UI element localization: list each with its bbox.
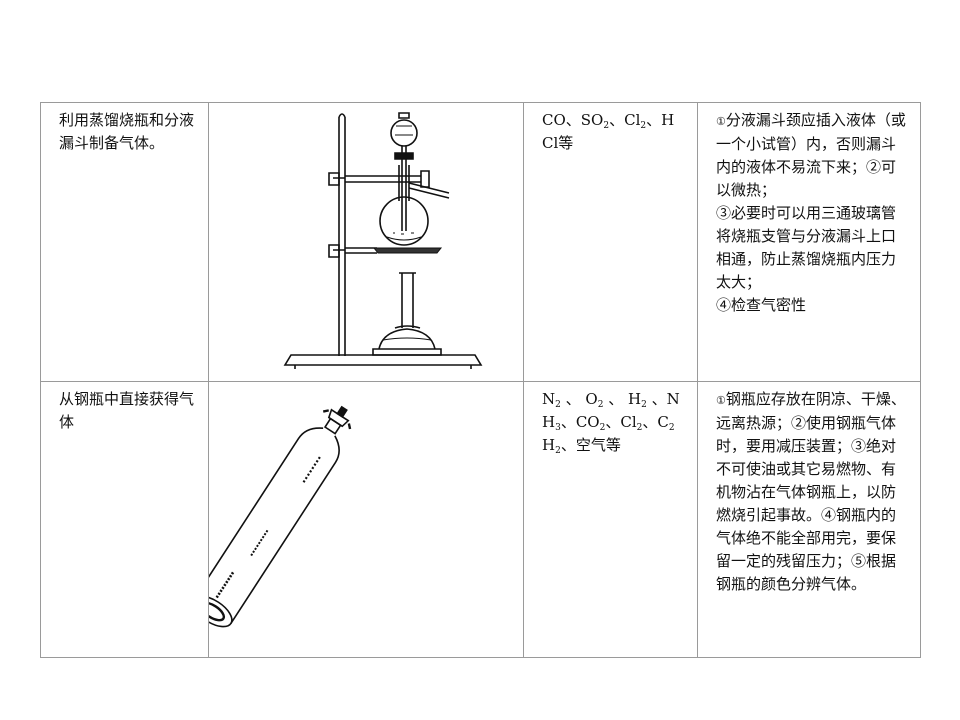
gas-subscript: 2 bbox=[597, 400, 604, 410]
note-text: 可以微热； bbox=[716, 158, 897, 199]
gas-text: 、 H bbox=[603, 390, 642, 408]
note-text: 钢瓶应存放在阴凉、干燥、远离热源； bbox=[716, 390, 906, 432]
note-text: 绝对不可使油或其它易燃物、有机物沾在气体钢瓶上，以防燃烧引起事故。 bbox=[716, 437, 897, 524]
table-row: 从钢瓶中直接获得气体 bbox=[40, 381, 921, 658]
note-marker: ① bbox=[716, 115, 726, 128]
note-list: ①钢瓶应存放在阴凉、干燥、远离热源；②使用钢瓶气体时，要用减压装置；③绝对不可使… bbox=[716, 390, 906, 593]
gas-text: 、空气等 bbox=[560, 436, 621, 454]
note-marker: ④ bbox=[821, 506, 837, 524]
gas-subscript: 2 bbox=[636, 423, 643, 433]
gas-text: 、HCl等 bbox=[542, 111, 675, 152]
note-text: 必要时可以用三通玻璃管将烧瓶支管与分液漏斗上口相通，防止蒸馏烧瓶内压力太大； bbox=[716, 204, 897, 291]
gas-list: N2 、 O2 、 H2 、NH3、CO2、Cl2、C2H2、空气等 bbox=[542, 390, 680, 456]
gas-text: SO bbox=[580, 111, 604, 129]
gas-subscript: 2 bbox=[640, 121, 647, 131]
gas-subscript: 2 bbox=[641, 400, 647, 410]
gas-subscript: 2 bbox=[668, 423, 675, 433]
gas-list: CO、SO2、Cl2、HCl等 bbox=[542, 111, 674, 152]
gas-subscript: 3 bbox=[555, 423, 561, 433]
note-list: ①分液漏斗颈应插入液体（或一个小试管）内，否则漏斗内的液体不易流下来；②可以微热… bbox=[716, 111, 906, 314]
note-marker: ③ bbox=[716, 204, 732, 222]
gas-cylinder-icon bbox=[209, 405, 352, 628]
gas-text: 、C bbox=[642, 413, 669, 431]
gas-text: 、Cl bbox=[605, 413, 637, 431]
note-text: 钢瓶内的气体绝不能全部用完，要保留一定的残留压力； bbox=[716, 506, 897, 570]
gases-cell: CO、SO2、Cl2、HCl等 bbox=[523, 102, 698, 382]
note-marker: ⑤ bbox=[851, 552, 867, 570]
note-marker: ④ bbox=[716, 296, 732, 314]
gas-text: 、CO bbox=[560, 413, 600, 431]
gases-cell: N2 、 O2 、 H2 、NH3、CO2、Cl2、C2H2、空气等 bbox=[523, 381, 698, 658]
note-marker: ① bbox=[716, 394, 726, 407]
note-text: 分液漏斗颈应插入液体（或一个小试管）内，否则漏斗内的液体不易流下来； bbox=[716, 111, 906, 176]
gas-preparation-table: 利用蒸馏烧瓶和分液漏斗制备气体。 bbox=[40, 102, 921, 658]
note-text: 根据钢瓶的颜色分辨气体。 bbox=[716, 552, 897, 593]
note-marker: ② bbox=[866, 158, 882, 176]
figure-cell bbox=[208, 381, 524, 658]
distillation-apparatus-icon bbox=[283, 112, 483, 369]
gas-text: H bbox=[542, 436, 556, 454]
gas-text: CO、 bbox=[542, 111, 581, 129]
figure-cell bbox=[208, 102, 524, 382]
table-row: 利用蒸馏烧瓶和分液漏斗制备气体。 bbox=[40, 102, 921, 382]
gas-text: 、Cl bbox=[609, 111, 641, 129]
note-marker: ② bbox=[791, 414, 807, 432]
gas-subscript: 2 bbox=[555, 446, 561, 456]
method-cell: 利用蒸馏烧瓶和分液漏斗制备气体。 bbox=[40, 102, 209, 382]
note-marker: ③ bbox=[851, 437, 867, 455]
notes-cell: ①分液漏斗颈应插入液体（或一个小试管）内，否则漏斗内的液体不易流下来；②可以微热… bbox=[697, 102, 921, 382]
gas-text: 、 O bbox=[560, 390, 598, 408]
gas-subscript: 2 bbox=[603, 121, 610, 131]
notes-cell: ①钢瓶应存放在阴凉、干燥、远离热源；②使用钢瓶气体时，要用减压装置；③绝对不可使… bbox=[697, 381, 921, 658]
gas-text: N bbox=[542, 390, 556, 408]
note-text: 使用钢瓶气体时，要用减压装置； bbox=[716, 414, 897, 455]
method-cell: 从钢瓶中直接获得气体 bbox=[40, 381, 209, 658]
gas-subscript: 2 bbox=[555, 400, 561, 410]
gas-text: 、NH bbox=[542, 390, 680, 431]
gas-subscript: 2 bbox=[599, 423, 606, 433]
note-text: 检查气密性 bbox=[731, 296, 807, 314]
